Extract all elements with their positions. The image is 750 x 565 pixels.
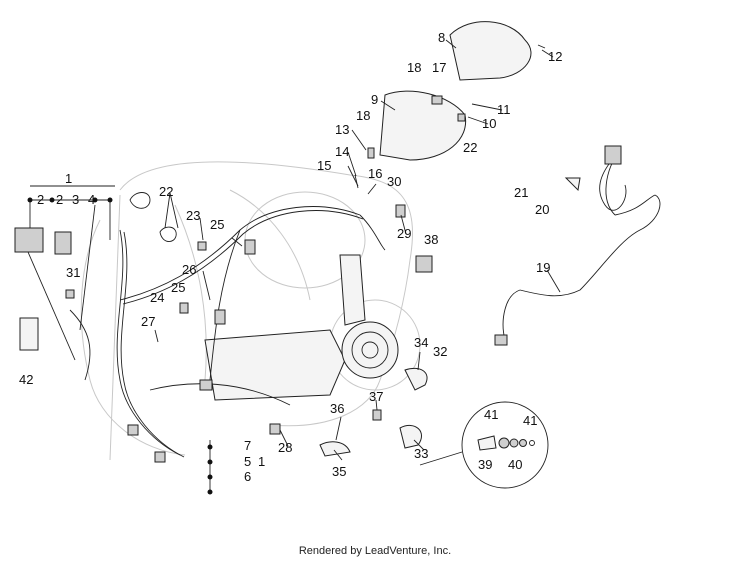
detail-inset bbox=[419, 401, 549, 489]
callout-15: 15 bbox=[317, 158, 331, 173]
callout-31: 31 bbox=[66, 265, 80, 280]
callout-39: 39 bbox=[478, 457, 492, 472]
callout-30: 30 bbox=[387, 174, 401, 189]
callout-25: 25 bbox=[171, 280, 185, 295]
callout-3: 3 bbox=[72, 192, 79, 207]
callout-labels: 1 2 2 3 4 5 1 6 7 8 9 10 11 12 13 14 15 … bbox=[19, 30, 562, 484]
callout-34: 34 bbox=[414, 335, 428, 350]
callout-19: 19 bbox=[536, 260, 550, 275]
leader-lines bbox=[164, 39, 561, 461]
callout-2: 2 bbox=[37, 192, 44, 207]
callout-5: 5 bbox=[244, 454, 251, 469]
callout-23: 23 bbox=[186, 208, 200, 223]
callout-37: 37 bbox=[369, 389, 383, 404]
callout-12: 12 bbox=[548, 49, 562, 64]
callout-27: 27 bbox=[141, 314, 155, 329]
callout-42: 42 bbox=[19, 372, 33, 387]
callout-10: 10 bbox=[482, 116, 496, 131]
callout-6: 6 bbox=[244, 469, 251, 484]
callout-16: 16 bbox=[368, 166, 382, 181]
callout-20: 20 bbox=[535, 202, 549, 217]
callout-38: 38 bbox=[424, 232, 438, 247]
fuse-box-group bbox=[14, 199, 111, 361]
callout-17: 17 bbox=[432, 60, 446, 75]
wiring-harness bbox=[69, 206, 386, 463]
callout-18: 18 bbox=[407, 60, 421, 75]
callout-24: 24 bbox=[150, 290, 164, 305]
callout-41: 41 bbox=[484, 407, 498, 422]
render-credit: Rendered by LeadVenture, Inc. bbox=[298, 545, 452, 557]
callout-28: 28 bbox=[278, 440, 292, 455]
callout-25: 25 bbox=[210, 217, 224, 232]
callout-35: 35 bbox=[332, 464, 346, 479]
callout-14: 14 bbox=[335, 144, 349, 159]
callout-36: 36 bbox=[330, 401, 344, 416]
callout-8: 8 bbox=[438, 30, 445, 45]
frame-outline bbox=[80, 161, 421, 461]
callout-1-lower: 1 bbox=[258, 454, 265, 469]
callout-32: 32 bbox=[433, 344, 447, 359]
callout-26: 26 bbox=[182, 262, 196, 277]
callout-40: 40 bbox=[508, 457, 522, 472]
callout-4: 4 bbox=[88, 192, 95, 207]
callout-29: 29 bbox=[397, 226, 411, 241]
callout-33: 33 bbox=[414, 446, 428, 461]
callout-7: 7 bbox=[244, 438, 251, 453]
callout-9: 9 bbox=[371, 92, 378, 107]
callout-41: 41 bbox=[523, 413, 537, 428]
callout-2: 2 bbox=[56, 192, 63, 207]
callout-1: 1 bbox=[65, 171, 72, 186]
legend-group-1 bbox=[27, 185, 213, 495]
callout-22: 22 bbox=[463, 140, 477, 155]
engine-block bbox=[204, 254, 399, 401]
callout-22: 22 bbox=[159, 184, 173, 199]
battery-tray bbox=[354, 21, 546, 189]
clips-brackets bbox=[129, 177, 581, 457]
callout-18: 18 bbox=[356, 108, 370, 123]
callout-11: 11 bbox=[497, 102, 511, 117]
callout-21: 21 bbox=[514, 185, 528, 200]
charging-cable bbox=[494, 145, 661, 346]
callout-13: 13 bbox=[335, 122, 349, 137]
